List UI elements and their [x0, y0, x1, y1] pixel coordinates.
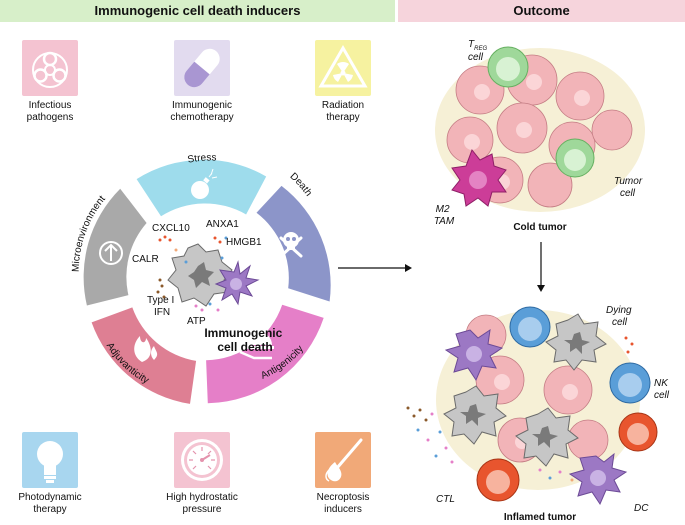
nk-cell — [609, 362, 651, 404]
arrow-to-outcome — [338, 264, 412, 272]
label-m2-tam: M2 TAM — [434, 204, 455, 227]
skull-crossbones-icon — [279, 232, 303, 258]
outcome-header-bar — [398, 0, 685, 22]
label-anxa1: ANXA1 — [206, 219, 239, 230]
label-inflamed-tumor: Inflamed tumor — [504, 512, 576, 523]
label-stress: Stress — [187, 152, 217, 165]
dying-cell — [545, 313, 607, 371]
dying-cell-nucleus — [188, 262, 214, 288]
label-atp: ATP — [187, 316, 206, 327]
ctl-cell — [618, 412, 658, 452]
arrow-cold-to-inflamed — [537, 242, 545, 292]
inflamed-tumor — [406, 306, 658, 506]
label-cold-tumor: Cold tumor — [513, 222, 566, 233]
label-treg: TREG cell — [468, 39, 490, 63]
ctl-cell — [476, 458, 520, 502]
label-dying-cell: Dying cell — [606, 305, 634, 328]
label-cxcl10: CXCL10 — [152, 223, 190, 234]
outcome-header: Outcome — [513, 3, 570, 18]
wheel-segment-microenvironment — [83, 188, 147, 306]
inflamed-damp-dots — [406, 336, 634, 482]
cold-tumor — [435, 46, 645, 212]
label-death: Death — [288, 171, 314, 199]
dendritic-cell — [568, 452, 628, 506]
bomb-icon — [191, 168, 218, 199]
m2-tam — [451, 149, 507, 207]
dendritic-cell — [214, 260, 260, 306]
damp-dots — [156, 235, 228, 312]
match-flame-icon — [315, 432, 371, 488]
nk-cell — [509, 306, 551, 348]
flame-icon — [134, 336, 158, 362]
label-nk-cell: NK cell — [654, 378, 671, 401]
pressure-gauge-icon — [174, 432, 230, 488]
dendritic-cell — [444, 328, 504, 382]
label-ctl: CTL — [436, 494, 455, 505]
pill-capsule-icon — [174, 40, 230, 96]
label-hmgb1: HMGB1 — [226, 237, 262, 248]
treg-cell — [555, 138, 595, 178]
wheel-center-title: Immunogenic cell death — [204, 326, 285, 354]
label-type1-ifn: Type I IFN — [147, 295, 177, 318]
inducers-header-bar — [0, 0, 395, 22]
label-tumor-cell: Tumor cell — [614, 176, 645, 199]
dying-cell — [443, 385, 507, 445]
up-arrow-circle-icon — [99, 241, 123, 265]
treg-cell — [487, 46, 529, 88]
label-calr: CALR — [132, 254, 159, 265]
radiation-icon — [315, 40, 371, 96]
biohazard-icon — [22, 40, 78, 96]
serving-cloche-icon — [239, 328, 274, 360]
light-bulb-icon — [22, 432, 78, 488]
inducers-header: Immunogenic cell death inducers — [94, 3, 301, 18]
label-dc: DC — [634, 503, 649, 514]
wheel-segment-antigenicity — [206, 304, 324, 404]
dying-cell — [515, 407, 579, 467]
